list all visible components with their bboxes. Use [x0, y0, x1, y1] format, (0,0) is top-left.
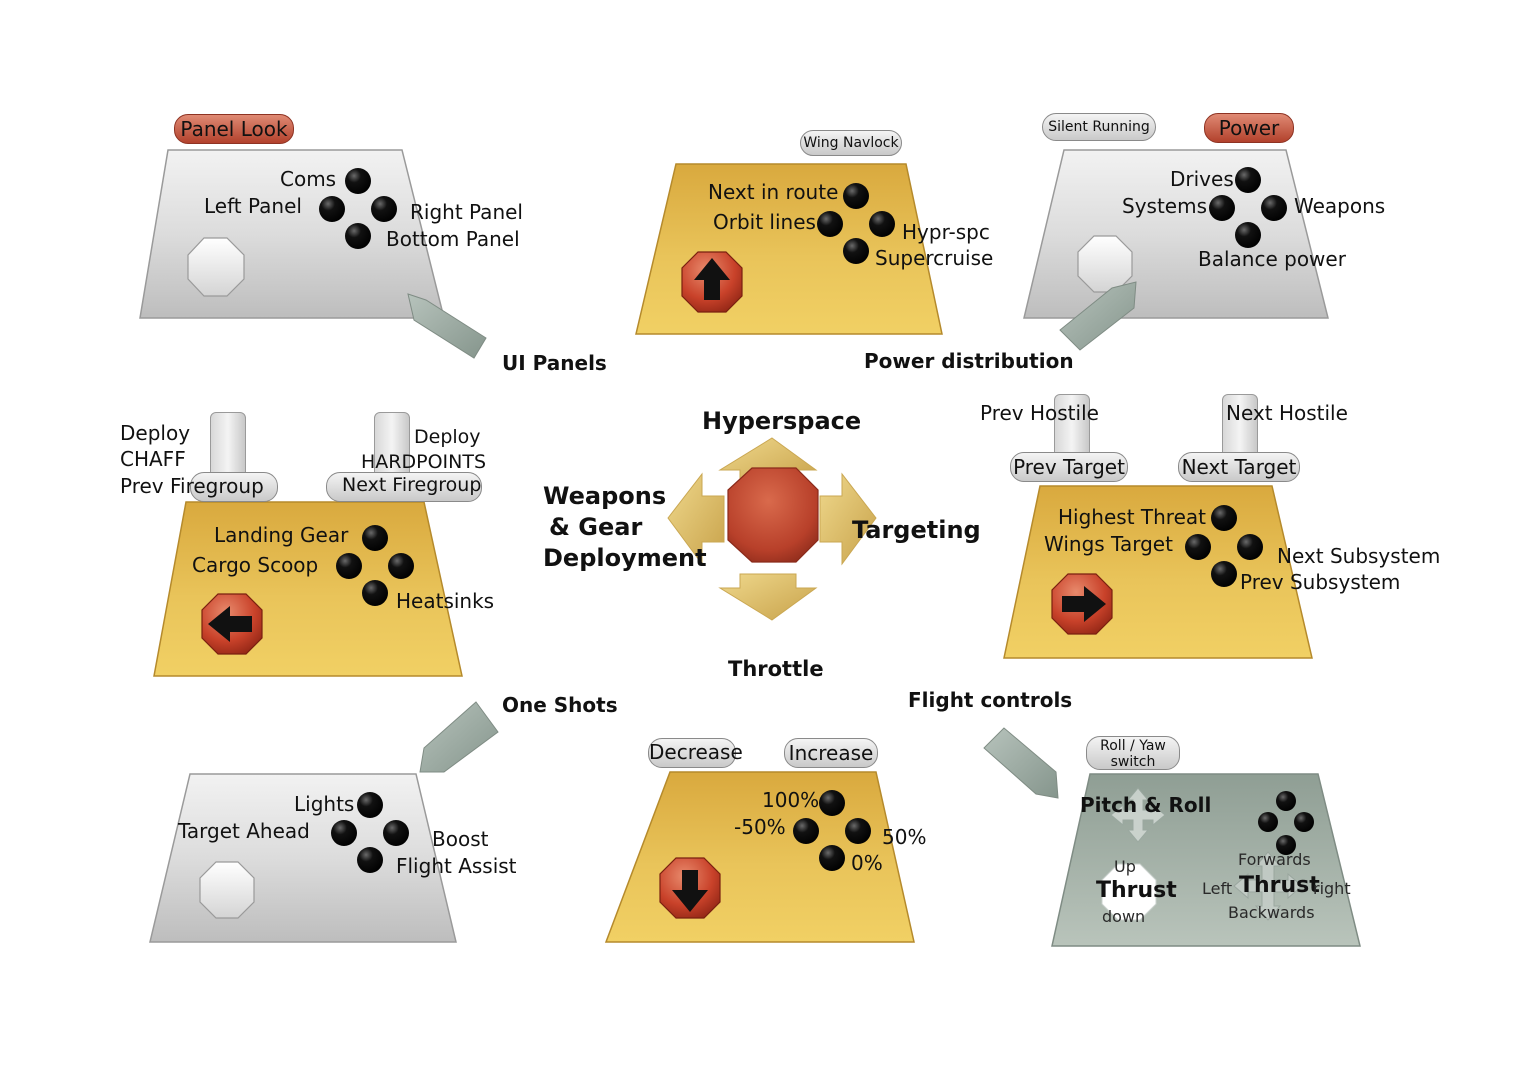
next-subsystem-label: Next Subsystem — [1277, 544, 1441, 568]
power-distribution-caption: Power distribution — [864, 349, 1074, 373]
roll-yaw-switch-button[interactable]: Roll / Yaw switch — [1086, 736, 1180, 770]
arrow-down-button-icon — [659, 857, 721, 919]
bottom-panel-label: Bottom Panel — [386, 227, 520, 251]
thrust-vertical-label: Thrust — [1096, 878, 1177, 903]
left-panel-label: Left Panel — [204, 194, 302, 218]
throttle-minus50-label: -50% — [734, 815, 786, 839]
pitch-roll-label: Pitch & Roll — [1080, 793, 1212, 817]
thrust-up-label: Up — [1114, 857, 1136, 876]
prev-hostile-label: Prev Hostile — [980, 401, 1099, 425]
boost-label: Boost — [432, 827, 489, 851]
throttle-50-label: 50% — [882, 825, 927, 849]
drives-label: Drives — [1170, 167, 1234, 191]
cargo-scoop-label: Cargo Scoop — [192, 553, 319, 577]
deploy-hardpoints-line2: HARDPOINTS — [361, 451, 487, 473]
flight-assist-label: Flight Assist — [396, 854, 517, 878]
flight-controls-caption: Flight controls — [908, 688, 1073, 712]
four-way-thrust-icon — [1233, 851, 1303, 921]
decrease-button[interactable]: Decrease — [648, 738, 743, 768]
throttle-100-label: 100% — [762, 788, 820, 812]
thrust-horizontal-label: Thrust — [1239, 873, 1320, 898]
deploy-hardpoints-stem — [374, 412, 410, 478]
supercruise-label: Supercruise — [875, 246, 994, 270]
prev-subsystem-label: Prev Subsystem — [1240, 570, 1401, 594]
panel-look-button[interactable]: Panel Look — [174, 114, 294, 144]
ui-panels-switch-icon — [319, 168, 397, 249]
targeting-switch-icon — [1185, 505, 1263, 587]
highest-threat-label: Highest Threat — [1058, 505, 1206, 529]
four-way-hat-icon — [1110, 787, 1166, 843]
next-hostile-label: Next Hostile — [1226, 401, 1348, 425]
deploy-hardpoints-line1: Deploy — [414, 426, 481, 448]
pointer-arrow-icon — [419, 701, 499, 773]
pointer-arrow-icon — [407, 293, 487, 359]
targeting-heading: Targeting — [852, 516, 981, 544]
lights-label: Lights — [294, 792, 355, 816]
roll-yaw-line2: switch — [1110, 754, 1156, 770]
orbit-lines-label: Orbit lines — [713, 210, 816, 234]
hyperspace-heading: Hyperspace — [702, 407, 862, 435]
prev-target-button[interactable]: Prev Target — [1010, 452, 1128, 482]
heatsinks-label: Heatsinks — [396, 589, 495, 613]
power-button[interactable]: Power — [1204, 113, 1294, 143]
one-shots-switch-icon — [331, 792, 409, 873]
pointer-arrow-icon — [983, 727, 1059, 799]
throttle-switch-icon — [793, 790, 871, 871]
forwards-label: Forwards — [1238, 850, 1311, 869]
target-ahead-label: Target Ahead — [178, 819, 310, 843]
deploy-chaff-line2: CHAFF — [120, 447, 186, 471]
throttle-0-label: 0% — [851, 851, 883, 875]
next-firegroup-label: Next Firegroup — [342, 474, 482, 496]
increase-button[interactable]: Increase — [784, 738, 878, 768]
throttle-heading: Throttle — [728, 657, 824, 681]
one-shots-caption: One Shots — [502, 693, 618, 717]
arrow-left-button-icon — [201, 593, 263, 655]
landing-gear-label: Landing Gear — [214, 523, 349, 547]
weapons-heading-line3: Deployment — [543, 544, 707, 572]
octagon-hat-icon — [199, 861, 255, 919]
ui-panels-caption: UI Panels — [502, 351, 607, 375]
roll-yaw-line1: Roll / Yaw — [1100, 738, 1166, 754]
hyperspace-switch-icon — [817, 183, 895, 264]
next-target-button[interactable]: Next Target — [1178, 452, 1300, 482]
prev-firegroup-label: Prev Firegroup — [120, 474, 264, 498]
deploy-chaff-stem — [210, 412, 246, 478]
octagon-hat-icon — [1077, 235, 1133, 293]
silent-running-button[interactable]: Silent Running — [1042, 113, 1156, 141]
coms-label: Coms — [280, 167, 337, 191]
right-panel-label: Right Panel — [410, 200, 523, 224]
deploy-chaff-line1: Deploy — [120, 421, 191, 445]
flight-switch-icon — [1258, 791, 1314, 855]
arrow-right-button-icon — [1051, 573, 1113, 635]
central-hat-icon — [667, 437, 877, 621]
next-firegroup-button[interactable] — [326, 472, 482, 502]
thrust-right-label: right — [1313, 879, 1351, 898]
prev-firegroup-button[interactable] — [190, 472, 278, 502]
thrust-down-label: down — [1102, 907, 1146, 926]
weapons-heading-line1: Weapons — [543, 482, 667, 510]
weapons-heading-line2: & Gear — [549, 513, 643, 541]
hypr-spc-label: Hypr-spc — [902, 220, 990, 244]
wings-target-label: Wings Target — [1044, 532, 1173, 556]
arrow-up-button-icon — [681, 251, 743, 313]
prev-hostile-stem — [1054, 394, 1090, 458]
backwards-label: Backwards — [1228, 903, 1315, 922]
systems-label: Systems — [1122, 194, 1207, 218]
next-in-route-label: Next in route — [708, 180, 839, 204]
pointer-arrow-icon — [1059, 281, 1137, 351]
octagon-hat-icon — [187, 237, 245, 297]
power-switch-icon — [1209, 167, 1287, 248]
thrust-left-label: Left — [1202, 879, 1233, 898]
weapons-switch-icon — [336, 525, 414, 606]
balance-power-label: Balance power — [1198, 247, 1346, 271]
white-octagon-thrust-icon — [1101, 863, 1157, 921]
weapons-label: Weapons — [1294, 194, 1386, 218]
wing-navlock-button[interactable]: Wing Navlock — [800, 130, 902, 156]
